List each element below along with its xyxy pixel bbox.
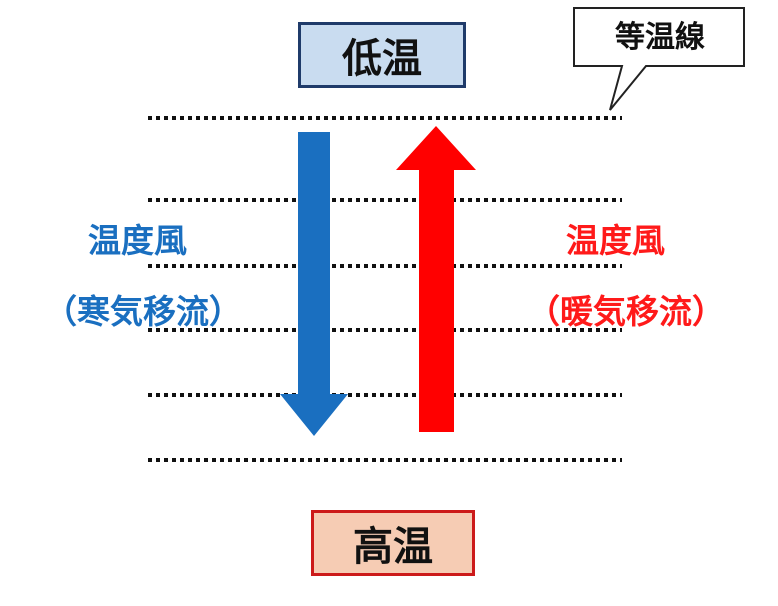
warm-advection-arrow-icon [396,126,476,432]
isotherm-label: 等温線 [615,20,705,55]
warm-thermal-wind-title: 温度風 [566,221,665,260]
low-temperature-label: 低温 [298,22,466,88]
cold-thermal-wind-title: 温度風 [88,221,187,260]
high-temperature-label: 高温 [311,510,475,576]
isotherm-lines [148,116,622,462]
cold-advection-arrow-icon [280,132,348,436]
warm-advection-label: （暖気移流） [527,292,725,331]
cold-advection-label: （寒気移流） [44,292,242,331]
isotherm-callout [573,7,745,111]
